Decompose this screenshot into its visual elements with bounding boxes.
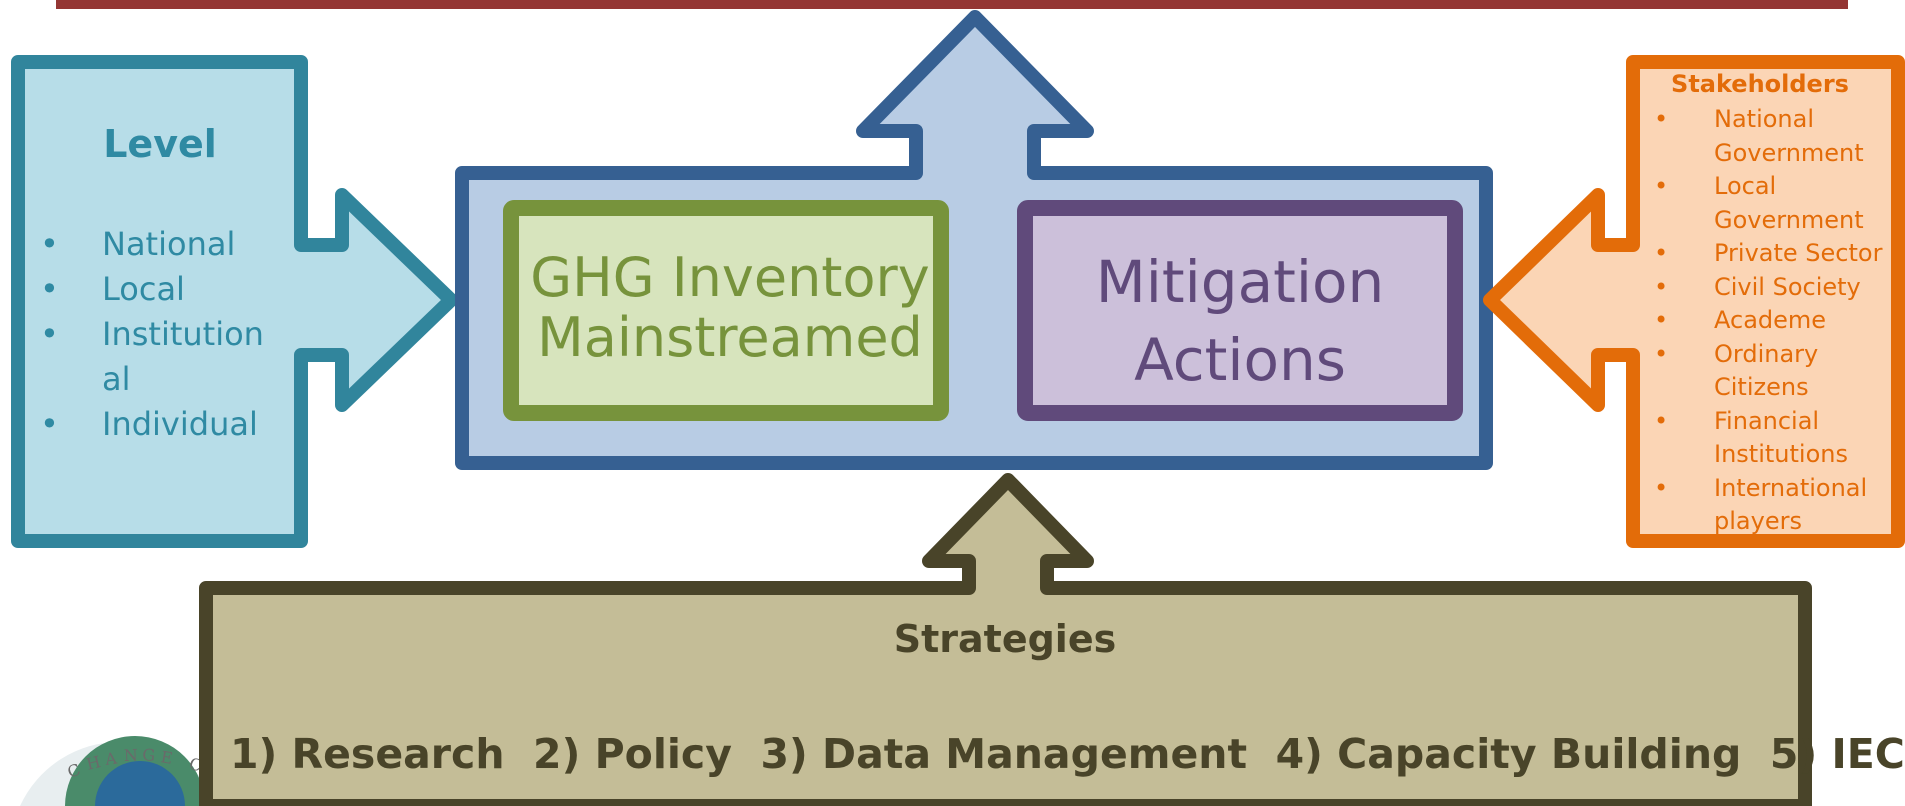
svg-text:N: N bbox=[123, 746, 138, 765]
ghg-label: GHG Inventory Mainstreamed bbox=[530, 246, 930, 369]
stakeholder-item: Ordinary Citizens bbox=[1640, 338, 1905, 405]
stakeholder-item: National Government bbox=[1640, 103, 1905, 170]
stakeholder-item: International players bbox=[1640, 472, 1905, 539]
level-item-national: National bbox=[40, 222, 280, 267]
svg-text:A: A bbox=[103, 748, 119, 769]
level-title: Level bbox=[103, 122, 217, 166]
stakeholders-list: National Government Local Government Pri… bbox=[1640, 103, 1905, 539]
svg-text:G: G bbox=[142, 745, 156, 765]
level-item-local: Local bbox=[40, 267, 280, 312]
stakeholder-item: Civil Society bbox=[1640, 271, 1905, 305]
stakeholder-item: Private Sector bbox=[1640, 237, 1905, 271]
stakeholder-item: Academe bbox=[1640, 304, 1905, 338]
stakeholder-item: Local Government bbox=[1640, 170, 1905, 237]
strategies-list: 1) Research 2) Policy 3) Data Management… bbox=[230, 730, 1905, 778]
svg-text:H: H bbox=[84, 752, 102, 774]
stakeholders-title: Stakeholders bbox=[1671, 70, 1849, 98]
level-item-institutional: Institutional bbox=[40, 312, 280, 402]
level-list: National Local Institutional Individual bbox=[40, 222, 280, 447]
svg-text:C: C bbox=[65, 760, 83, 782]
strategies-panel bbox=[199, 473, 1812, 806]
svg-text:E: E bbox=[159, 747, 174, 768]
top-banner bbox=[56, 0, 1848, 9]
ghg-box bbox=[503, 200, 949, 421]
mitigation-box bbox=[1017, 200, 1463, 421]
stakeholder-item: Financial Institutions bbox=[1640, 405, 1905, 472]
level-item-individual: Individual bbox=[40, 402, 280, 447]
strategies-title: Strategies bbox=[893, 617, 1117, 661]
mitigation-label: Mitigation Actions bbox=[1095, 248, 1385, 394]
logo-seal: C H A N G E C bbox=[20, 736, 220, 806]
